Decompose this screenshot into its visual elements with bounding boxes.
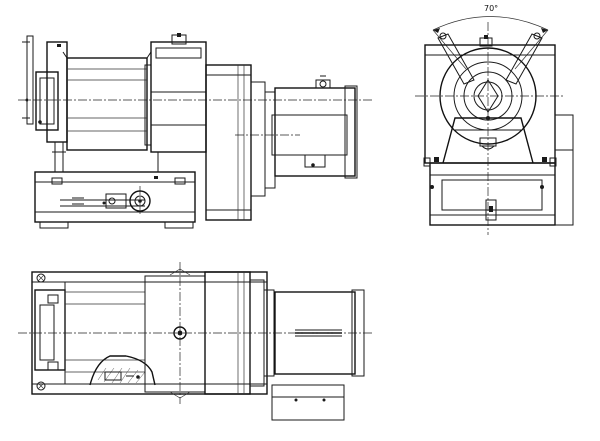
front-elevation-view xyxy=(18,33,372,229)
end-elevation-view: 70° xyxy=(415,4,574,235)
angle-dimension-label: 70° xyxy=(484,4,498,13)
plan-view xyxy=(18,262,372,421)
